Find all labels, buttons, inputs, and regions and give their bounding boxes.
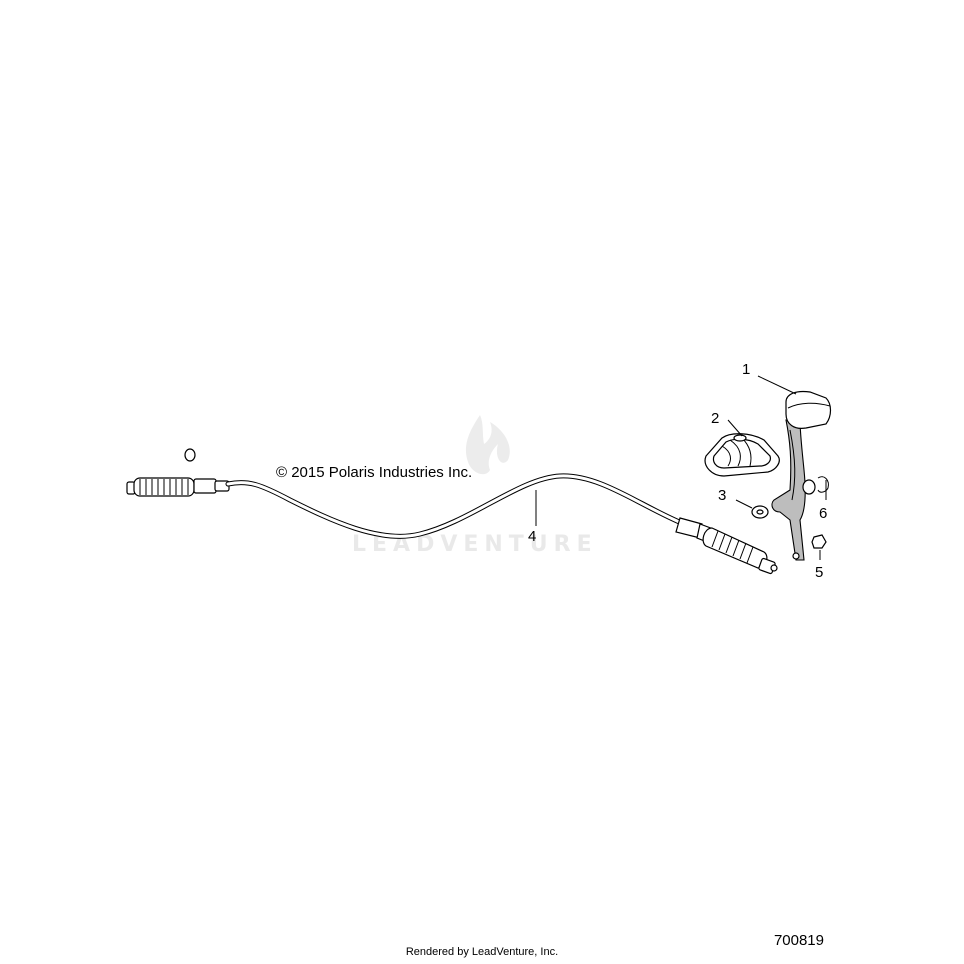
washer bbox=[751, 505, 769, 519]
callout-4: 4 bbox=[528, 528, 536, 545]
bushing-and-clip bbox=[802, 476, 829, 495]
leader-2 bbox=[727, 419, 743, 437]
leader-3 bbox=[735, 499, 753, 509]
leader-1 bbox=[757, 375, 797, 395]
callout-5: 5 bbox=[815, 564, 823, 581]
callout-2: 2 bbox=[711, 410, 719, 427]
callout-6: 6 bbox=[819, 505, 827, 522]
nut bbox=[811, 534, 827, 549]
flame-logo-icon bbox=[465, 415, 510, 475]
copyright-text: © 2015 Polaris Industries Inc. bbox=[276, 464, 472, 481]
callout-3: 3 bbox=[718, 487, 726, 504]
callout-1: 1 bbox=[742, 361, 750, 378]
cable-ferrule-left bbox=[193, 478, 217, 494]
cable-boot-left bbox=[133, 477, 195, 497]
shift-boot bbox=[704, 433, 780, 477]
loose-nut bbox=[184, 448, 196, 462]
cable-boot-right bbox=[702, 527, 768, 569]
shift-cable bbox=[126, 448, 778, 575]
footer-credit: Rendered by LeadVenture, Inc. bbox=[405, 946, 559, 958]
shift-lever bbox=[771, 390, 832, 561]
drawing-number: 700819 bbox=[773, 932, 824, 949]
